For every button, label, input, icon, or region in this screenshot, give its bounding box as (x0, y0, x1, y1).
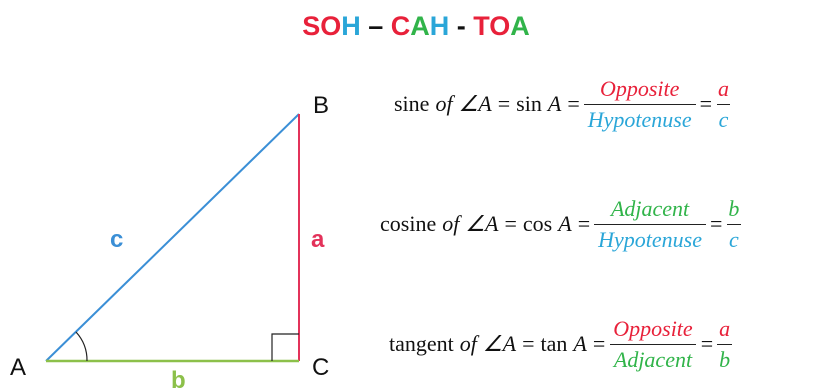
tangent-word: tangent (389, 331, 454, 356)
hypotenuse-denominator: Hypotenuse (583, 103, 696, 133)
title-letter: S (302, 11, 321, 41)
title-letter: C (390, 11, 411, 41)
title-letter: H (429, 11, 450, 41)
side-c-denominator: c (716, 103, 731, 133)
side-label-c: c (110, 226, 123, 253)
title-letter: O (320, 11, 342, 41)
equals-sign: = (592, 331, 606, 356)
side-label-a: a (311, 226, 325, 253)
opposite-numerator: Opposite (613, 315, 693, 341)
equals-sign: = (504, 211, 517, 236)
vertex-label-b: B (313, 92, 329, 119)
equals-sign: = (700, 331, 714, 356)
tan-function: tan (540, 331, 568, 356)
angle-variable: A (547, 91, 562, 116)
tangent-formula: tangent of ∠A = tan A = Opposite Adjacen… (389, 312, 736, 376)
ratio-fraction: Adjacent Hypotenuse (594, 196, 706, 253)
of-word: of (442, 211, 460, 236)
angle-variable: A (558, 211, 572, 236)
title-separator: – (360, 11, 391, 41)
side-a-numerator: a (718, 75, 730, 101)
cosine-formula: cosine of ∠A = cos A = Adjacent Hypotenu… (380, 192, 745, 256)
soh-cah-toa-title: SOH – CAH - TOA (0, 9, 832, 43)
side-fraction: b c (726, 196, 741, 253)
side-fraction: a b (717, 315, 733, 373)
vertex-label-c: C (312, 354, 329, 381)
cosine-word: cosine (380, 211, 437, 236)
equals-sign: = (567, 91, 580, 116)
cos-function: cos (522, 211, 553, 236)
sine-word: sine (394, 91, 430, 116)
equals-sign: = (577, 211, 591, 236)
right-triangle-diagram: A B C c a b (10, 92, 329, 390)
angle-a-symbol: ∠A (482, 331, 517, 356)
side-c-line (45, 113, 300, 362)
side-a-numerator: a (719, 315, 731, 341)
title-letter: H (341, 11, 361, 41)
side-c-denominator: c (727, 223, 741, 253)
title-letter: A (410, 11, 430, 41)
equals-sign: = (709, 211, 723, 236)
title-letter: O (489, 11, 511, 41)
of-word: of (435, 91, 453, 116)
side-b-numerator: b (728, 195, 740, 221)
title-letter: T (473, 11, 490, 41)
sine-formula: sine of ∠A = sin A = Opposite Hypotenuse… (394, 72, 735, 136)
sin-function: sin (516, 91, 542, 116)
title-separator: - (449, 11, 474, 41)
angle-a-symbol: ∠A (458, 91, 492, 116)
side-fraction: a c (716, 76, 731, 133)
right-angle-marker (271, 333, 299, 361)
hypotenuse-denominator: Hypotenuse (594, 223, 706, 253)
equals-sign: = (522, 331, 535, 356)
adjacent-denominator: Adjacent (609, 343, 697, 373)
ratio-fraction: Opposite Hypotenuse (583, 75, 696, 133)
adjacent-numerator: Adjacent (610, 195, 690, 221)
angle-a-arc (75, 331, 88, 362)
equals-sign: = (699, 91, 713, 116)
vertex-label-a: A (10, 354, 26, 381)
title-letter: A (510, 11, 530, 41)
ratio-fraction: Opposite Adjacent (609, 315, 697, 373)
opposite-numerator: Opposite (599, 75, 680, 101)
equals-sign: = (497, 91, 511, 116)
side-label-b: b (171, 367, 186, 390)
angle-variable: A (573, 331, 587, 356)
of-word: of (459, 331, 477, 356)
angle-a-symbol: ∠A (465, 211, 499, 236)
side-b-denominator: b (717, 343, 733, 373)
